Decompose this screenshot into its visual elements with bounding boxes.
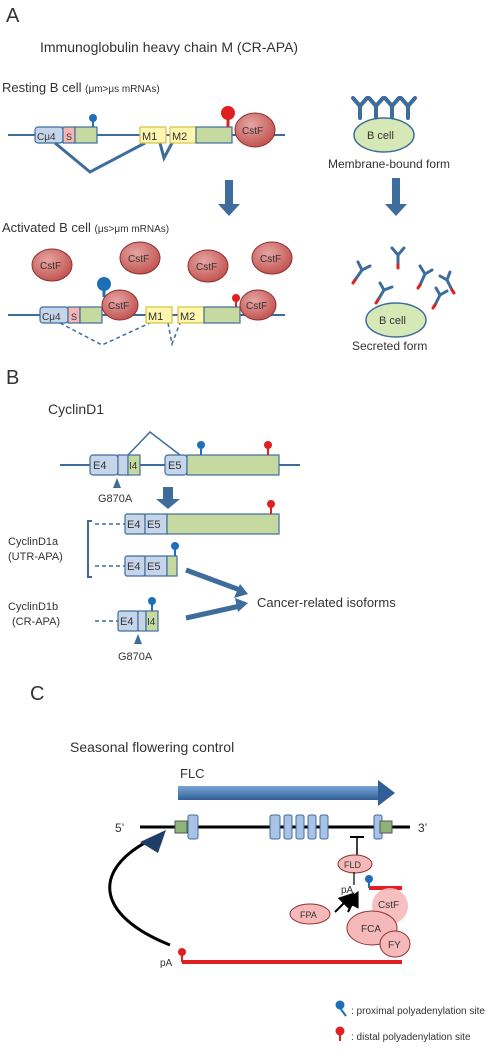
isoform-bracket: [87, 520, 92, 578]
down-arrow-b: [156, 487, 180, 509]
flc-gene-structure: [140, 814, 410, 840]
exon-m1: [139, 126, 167, 144]
panel-c-title: Seasonal flowering control: [70, 739, 234, 755]
panel-c-letter: C: [30, 683, 44, 705]
svg-text:S: S: [71, 312, 77, 322]
exon-i4-label: I4: [129, 461, 138, 472]
flc-label: FLC: [180, 766, 205, 781]
free-cstf-group: CstF CstF CstF CstF: [31, 241, 293, 283]
cancer-isoforms-label: Cancer-related isoforms: [257, 595, 396, 610]
cstf-label: CstF: [242, 126, 263, 137]
membrane-bound-label: Membrane-bound form: [328, 157, 450, 171]
cyclind1b-isoform: E4 I4 G870A: [95, 597, 159, 663]
secreted-form-label: Secreted form: [352, 339, 427, 353]
mutation-label: G870A: [98, 493, 133, 505]
svg-text:E4: E4: [127, 561, 140, 573]
svg-text:CstF: CstF: [260, 254, 281, 265]
isoform-a-label-1: CyclinD1a: [8, 536, 59, 548]
legend-proximal-pin: [335, 1000, 345, 1010]
svg-text:CstF: CstF: [108, 301, 129, 312]
cstf-protein: [234, 112, 276, 148]
legend-proximal-label: : proximal polyadenylation site: [351, 1006, 485, 1017]
svg-text:FLD: FLD: [344, 860, 362, 870]
svg-text:B cell: B cell: [379, 315, 406, 327]
legend: : proximal polyadenylation site : distal…: [335, 1000, 485, 1043]
exon-m2-label: M2: [172, 131, 187, 143]
proximal-pa-site: pA: [341, 875, 402, 896]
svg-text:pA: pA: [341, 885, 354, 896]
proximal-pa-pin: [89, 114, 97, 122]
down-arrow: [218, 180, 240, 216]
svg-text:G870A: G870A: [118, 651, 153, 663]
membrane-b-cell: B cell: [351, 96, 417, 153]
feedback-arrow: [108, 838, 171, 947]
legend-distal-pin: [335, 1026, 345, 1036]
svg-text:E4: E4: [120, 616, 133, 628]
five-prime-label: 5’: [115, 821, 124, 835]
b-cell-label: B cell: [367, 130, 394, 142]
flc-direction-arrow: [178, 780, 395, 806]
isoform-a-label-2: (UTR-APA): [8, 551, 63, 563]
activated-gene-structure: Cμ4 S CstF M1 M2 CstF: [8, 277, 285, 347]
fca-label: FCA: [361, 924, 381, 935]
panel-a-title: Immunoglobulin heavy chain M (CR-APA): [40, 39, 298, 55]
exon-e5-label: E5: [168, 460, 181, 472]
resting-gene-structure: Cμ4 S M1 M2 CstF: [8, 106, 285, 174]
cancer-arrows: [185, 567, 248, 621]
svg-text:CstF: CstF: [40, 261, 61, 272]
resting-b-cell-label: Resting B cell (μm>μs mRNAs): [2, 80, 160, 95]
svg-text:E5: E5: [147, 519, 160, 531]
svg-text:I4: I4: [147, 617, 156, 628]
activated-b-cell-label: Activated B cell (μs>μm mRNAs): [2, 220, 169, 235]
fld-protein: FLD: [337, 854, 373, 874]
cyclind1a-short: E4 E5: [95, 542, 179, 577]
isoform-b-label-2: (CR-APA): [12, 616, 60, 628]
isoform-b-label-1: CyclinD1b: [8, 601, 58, 613]
panel-b-title: CyclinD1: [48, 401, 104, 417]
svg-text:CstF: CstF: [378, 900, 399, 911]
exon-m1-label: M1: [142, 131, 157, 143]
distal-pa-transcript: pA: [160, 948, 402, 969]
svg-text:M1: M1: [148, 311, 163, 323]
svg-text:pA: pA: [160, 958, 173, 969]
cyclind1-gene: E4 I4 E5 G870A: [60, 430, 300, 505]
fpa-label: FPA: [300, 910, 317, 920]
svg-text:CstF: CstF: [128, 254, 149, 265]
repression-line: [350, 836, 364, 856]
svg-text:CstF: CstF: [196, 262, 217, 273]
utr-block: [74, 126, 98, 144]
svg-text:E4: E4: [127, 519, 140, 531]
svg-text:E5: E5: [147, 561, 160, 573]
panel-a-letter: A: [6, 5, 20, 27]
distal-pa-pin: [221, 106, 235, 120]
legend-distal-label: : distal polyadenylation site: [351, 1032, 471, 1043]
cyclind1a-long: E4 E5: [95, 500, 280, 535]
fy-label: FY: [388, 940, 401, 951]
svg-text:Cμ4: Cμ4: [42, 312, 61, 323]
down-arrow-right: [385, 178, 407, 216]
panel-b-letter: B: [6, 367, 19, 389]
svg-text:CstF: CstF: [246, 301, 267, 312]
secreted-b-cell: B cell: [365, 302, 427, 338]
secreted-antibodies: [351, 246, 456, 310]
exon-s-label: S: [66, 132, 72, 142]
cstf-complex: CstF FCA FY FPA: [289, 888, 411, 958]
exon-cmu4-label: Cμ4: [37, 132, 56, 143]
feedback-arrowhead: [140, 830, 166, 853]
three-prime-label: 3’: [418, 821, 427, 835]
svg-text:M2: M2: [180, 311, 195, 323]
exon-e4-label: E4: [93, 460, 106, 472]
utr-block-3: [195, 126, 233, 144]
